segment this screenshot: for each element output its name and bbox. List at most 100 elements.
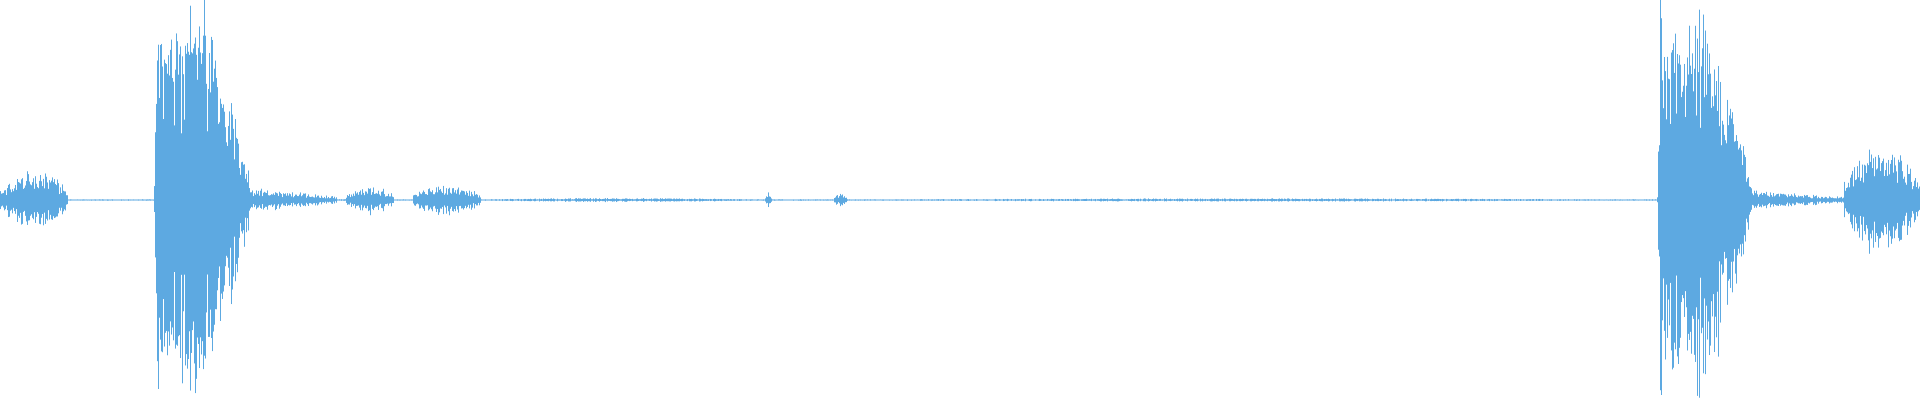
amplitude-bar <box>1469 199 1470 201</box>
amplitude-bar <box>514 199 515 201</box>
amplitude-bar <box>788 199 789 201</box>
amplitude-bar <box>1029 198 1030 201</box>
amplitude-bar <box>111 199 112 201</box>
amplitude-bar <box>1056 199 1057 201</box>
amplitude-bar <box>434 194 435 206</box>
amplitude-bar <box>672 199 673 201</box>
amplitude-bar <box>61 193 62 208</box>
amplitude-bar <box>1148 198 1149 202</box>
amplitude-bar <box>745 199 746 201</box>
amplitude-bar <box>1778 193 1779 206</box>
amplitude-bar <box>1393 199 1394 201</box>
amplitude-bar <box>1830 197 1831 203</box>
amplitude-bar <box>1601 199 1602 201</box>
amplitude-bar <box>319 197 320 203</box>
amplitude-bar <box>1368 199 1369 201</box>
amplitude-bar <box>483 199 484 201</box>
amplitude-bar <box>905 199 906 201</box>
amplitude-bar <box>777 199 778 201</box>
amplitude-bar <box>1309 198 1310 202</box>
amplitude-bar <box>1533 199 1534 201</box>
amplitude-bar <box>62 184 63 215</box>
amplitude-bar <box>21 179 22 225</box>
amplitude-bar <box>1504 198 1505 201</box>
amplitude-bar <box>72 199 73 201</box>
amplitude-bar <box>212 39 213 352</box>
amplitude-bar <box>1836 198 1837 202</box>
amplitude-bar <box>1005 199 1006 201</box>
amplitude-bar <box>654 198 655 202</box>
amplitude-bar <box>22 178 23 224</box>
amplitude-bar <box>485 199 486 201</box>
amplitude-bar <box>1341 198 1342 202</box>
amplitude-bar <box>680 199 681 201</box>
amplitude-bar <box>1530 199 1531 201</box>
amplitude-bar <box>1540 199 1541 201</box>
amplitude-bar <box>1394 199 1395 201</box>
amplitude-bar <box>1594 199 1595 201</box>
amplitude-bar <box>1502 199 1503 201</box>
amplitude-bar <box>228 125 229 268</box>
amplitude-bar <box>1555 199 1556 201</box>
amplitude-bar <box>799 199 800 201</box>
amplitude-bar <box>1 193 2 207</box>
amplitude-bar <box>1668 78 1669 300</box>
amplitude-bar <box>1466 199 1467 202</box>
amplitude-bar <box>1452 199 1453 202</box>
amplitude-bar <box>1634 199 1635 201</box>
amplitude-bar <box>258 190 259 208</box>
amplitude-bar <box>134 199 135 201</box>
amplitude-bar <box>100 199 101 201</box>
amplitude-bar <box>1211 198 1212 202</box>
amplitude-bar <box>618 198 619 202</box>
amplitude-bar <box>1118 198 1119 202</box>
amplitude-bar <box>1780 193 1781 206</box>
amplitude-bar <box>1003 198 1004 202</box>
amplitude-bar <box>488 199 489 201</box>
amplitude-bar <box>189 54 190 332</box>
amplitude-bar <box>524 198 525 202</box>
amplitude-bar <box>310 197 311 204</box>
amplitude-bar <box>1610 199 1611 201</box>
amplitude-bar <box>91 199 92 201</box>
amplitude-bar <box>1783 193 1784 206</box>
amplitude-bar <box>152 199 153 201</box>
amplitude-bar <box>1257 198 1258 202</box>
amplitude-bar <box>396 199 397 201</box>
amplitude-bar <box>457 189 458 210</box>
amplitude-bar <box>349 194 350 205</box>
amplitude-bar <box>736 199 737 201</box>
amplitude-bar <box>1492 199 1493 201</box>
amplitude-bar <box>1321 198 1322 202</box>
amplitude-bar <box>1633 199 1634 201</box>
amplitude-bar <box>1042 199 1043 201</box>
amplitude-bar <box>1304 198 1305 202</box>
amplitude-bar <box>164 59 165 347</box>
amplitude-bar <box>427 194 428 206</box>
amplitude-bar <box>1388 199 1389 201</box>
amplitude-bar <box>1297 198 1298 201</box>
amplitude-bar <box>1547 199 1548 201</box>
amplitude-bar <box>1867 163 1868 229</box>
amplitude-bar <box>30 184 31 216</box>
amplitude-bar <box>1884 176 1885 225</box>
amplitude-bar <box>832 199 833 201</box>
amplitude-bar <box>525 198 526 201</box>
amplitude-bar <box>759 199 760 201</box>
amplitude-bar <box>1126 199 1127 201</box>
amplitude-bar <box>1152 199 1153 202</box>
amplitude-bar <box>1629 199 1630 201</box>
amplitude-bar <box>1223 199 1224 201</box>
amplitude-bar <box>54 179 55 219</box>
amplitude-bar <box>1137 198 1138 202</box>
amplitude-bar <box>666 198 667 202</box>
amplitude-bar <box>613 198 614 202</box>
amplitude-bar <box>1458 198 1459 202</box>
amplitude-bar <box>1723 124 1724 273</box>
amplitude-bar <box>28 174 29 221</box>
amplitude-bar <box>518 198 519 201</box>
amplitude-bar <box>894 199 895 201</box>
amplitude-bar <box>1255 198 1256 201</box>
